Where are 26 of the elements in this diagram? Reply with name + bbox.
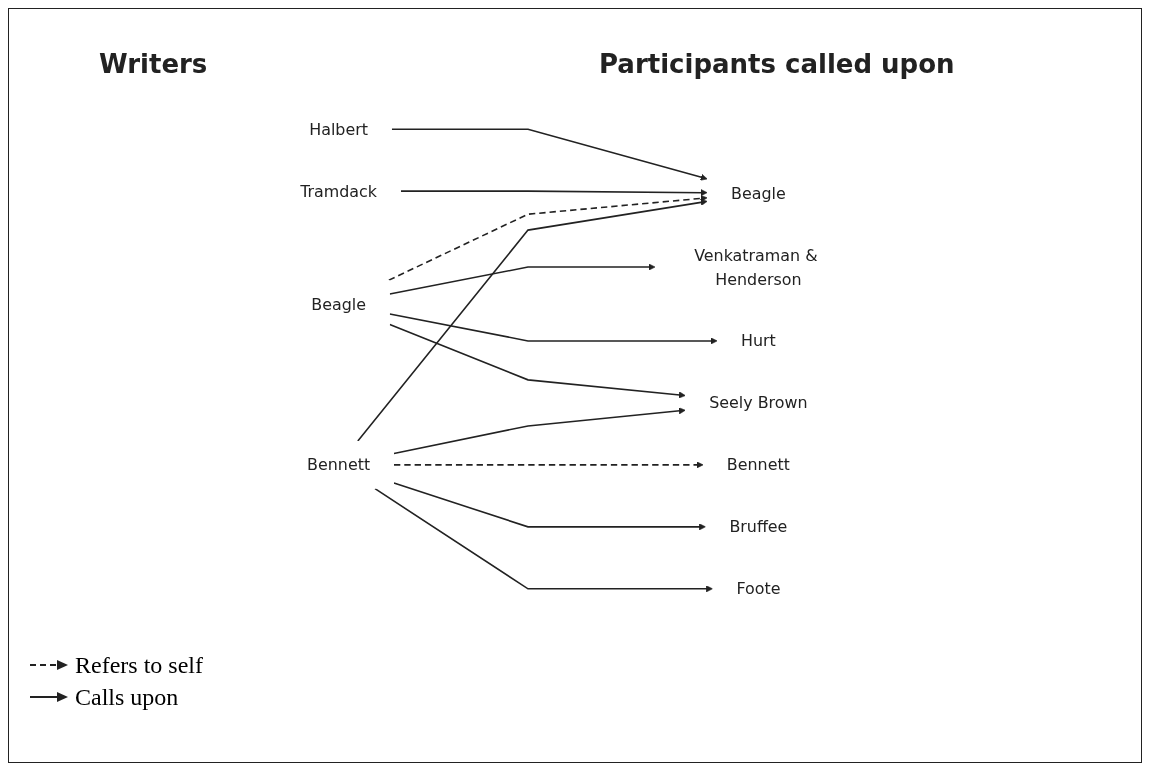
arrow [389,263,656,295]
arrow [393,407,686,455]
legend-label: Refers to self [75,651,203,679]
node-text: Bruffee [729,517,788,537]
arrow [388,194,708,281]
arrow [374,487,713,593]
node-text: Bennett [307,455,371,475]
arrow [357,198,708,442]
node-text: Venkatraman & Henderson [694,245,818,289]
arrow [391,128,708,181]
node-text: Seely Brown [709,393,808,413]
legend-label: Calls upon [75,683,179,711]
arrow [393,461,704,469]
arrow [389,313,718,345]
arrow [389,323,686,399]
node-text: Hurt [741,331,776,351]
node-text: Halbert [309,119,368,139]
column-heading: Writers [99,49,208,79]
node-text: Beagle [731,183,786,203]
arrow [393,482,706,531]
node-text: Tramdack [300,181,378,201]
node-text: Foote [736,579,781,599]
node-text: Beagle [311,294,366,314]
node-text: Bennett [726,455,790,475]
column-heading: Participants called upon [599,49,955,79]
arrow [400,189,708,197]
